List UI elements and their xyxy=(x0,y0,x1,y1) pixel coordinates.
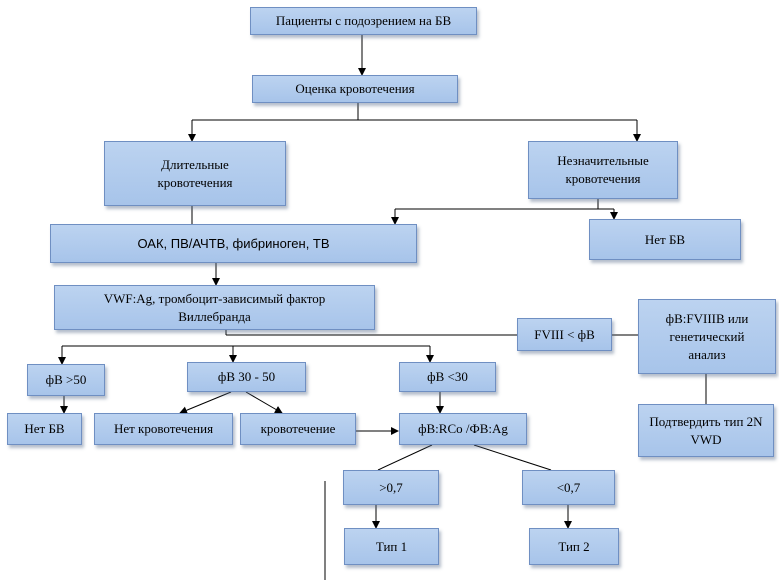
node-vw-30-50: фВ 30 - 50 xyxy=(187,362,306,392)
connector xyxy=(377,444,433,471)
node-type2: Тип 2 xyxy=(529,528,619,565)
node-bleeding-assessment: Оценка кровотечения xyxy=(252,75,458,103)
node-no-vwd-bottom: Нет БВ xyxy=(7,413,82,445)
node-ratio-over: >0,7 xyxy=(343,470,439,505)
connector xyxy=(245,391,283,414)
node-ratio: фВ:RCo /ФВ:Ag xyxy=(399,413,527,445)
node-bleeding: кровотечение xyxy=(240,413,356,445)
node-vwf-tests: VWF:Ag, тромбоцит-зависимый фактор Вилле… xyxy=(54,285,375,330)
connector xyxy=(473,444,552,471)
node-type1: Тип 1 xyxy=(344,528,439,565)
node-fviii-less: FVIII < фВ xyxy=(517,318,612,351)
node-fviiib: фВ:FVIIIB или генетический анализ xyxy=(638,299,776,374)
node-ratio-under: <0,7 xyxy=(522,470,615,505)
node-no-bleeding: Нет кровотечения xyxy=(94,413,233,445)
connector xyxy=(179,391,232,415)
node-confirm-2n: Подтвердить тип 2N VWD xyxy=(638,404,774,457)
node-vw-under-30: фВ <30 xyxy=(399,362,496,392)
node-lab-tests: ОАК, ПВ/АЧТВ, фибриноген, ТВ xyxy=(50,224,417,263)
node-vw-over-50: фВ >50 xyxy=(27,364,105,396)
node-suspected: Пациенты с подозрением на БВ xyxy=(250,7,477,35)
node-minor-bleeding: Незначительные кровотечения xyxy=(528,141,678,199)
node-no-vwd-top: Нет БВ xyxy=(589,219,741,260)
node-prolonged-bleeding: Длительные кровотечения xyxy=(104,141,286,206)
